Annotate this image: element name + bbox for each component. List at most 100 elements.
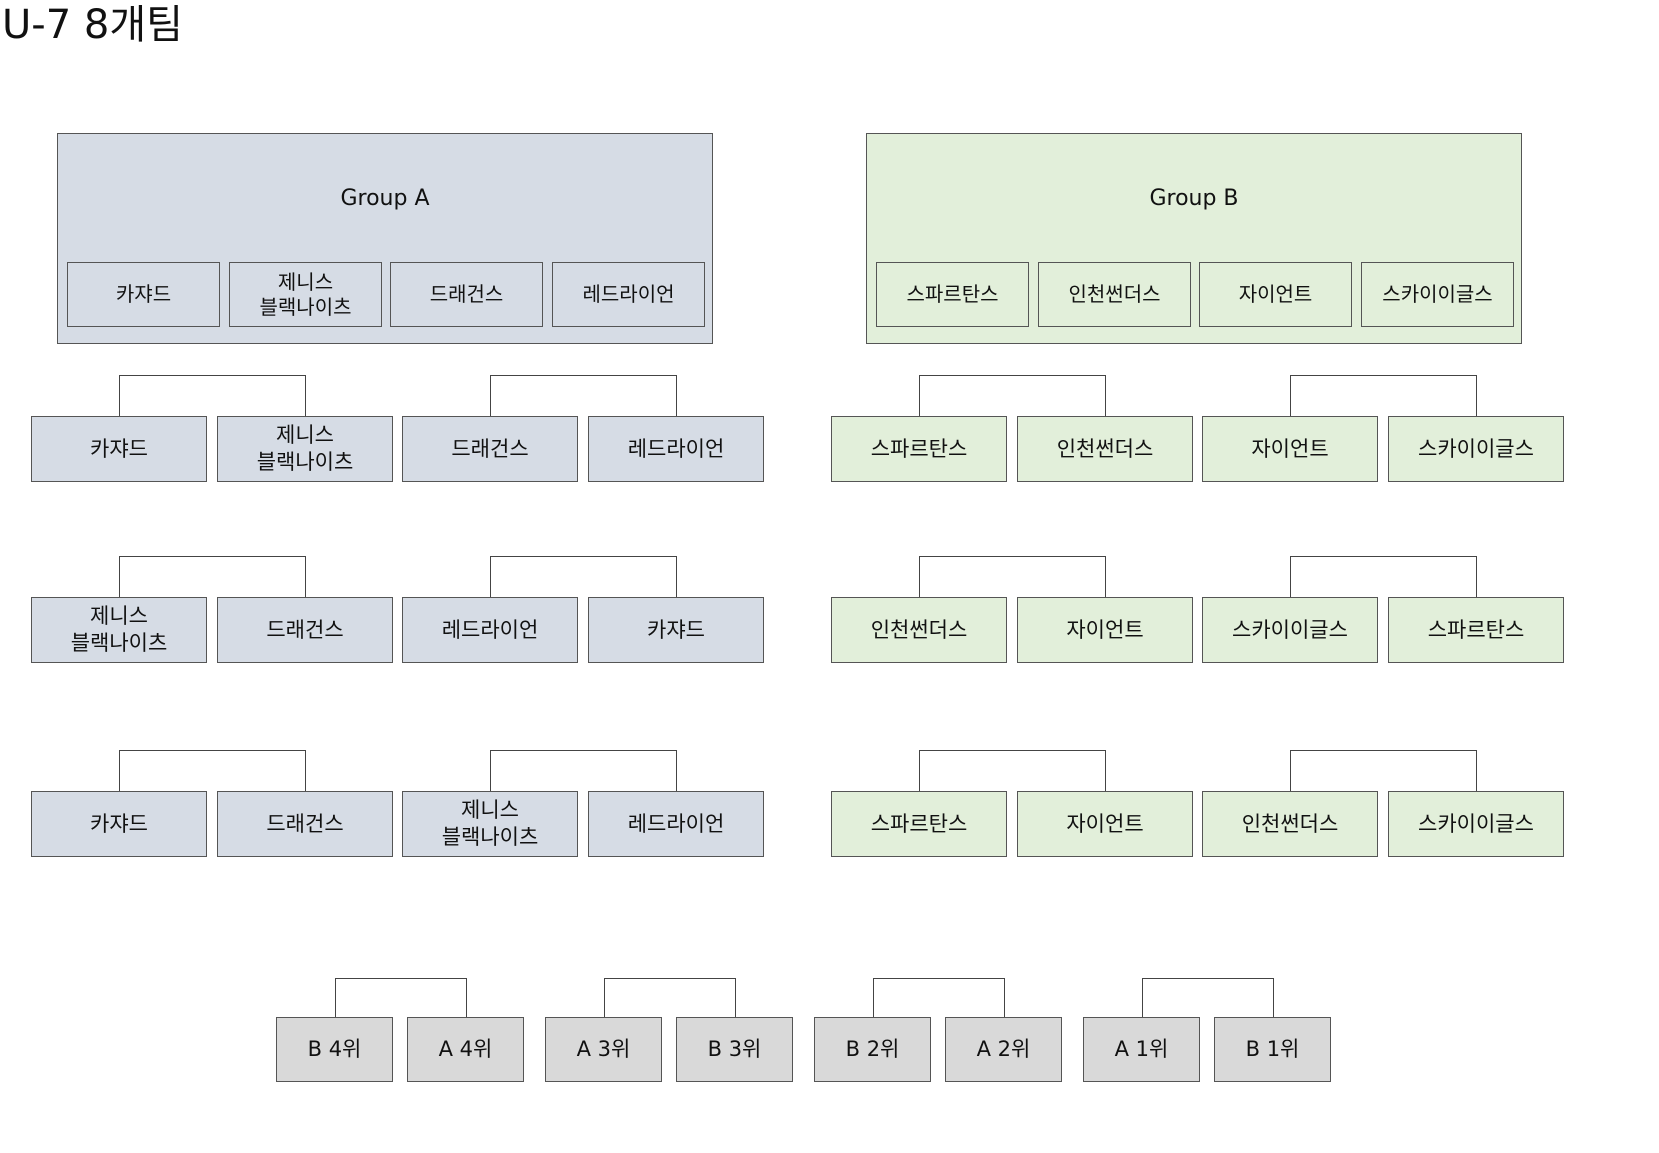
team-label: 자이언트 xyxy=(1238,282,1313,306)
team-label: 제니스 블랙나이츠 xyxy=(70,604,168,655)
team-label: 스카이이글스 xyxy=(1418,811,1534,836)
team-label: 스카이이글스 xyxy=(1382,282,1493,306)
match-connector xyxy=(490,750,677,791)
match-connector xyxy=(119,375,306,416)
team-label: 레드라이언 xyxy=(627,811,725,836)
match-team-box: 카쟈드 xyxy=(31,791,207,857)
match-team-box: 스카이이글스 xyxy=(1202,597,1378,663)
team-label: A 1위 xyxy=(1114,1037,1169,1061)
match-team-box: 스파르탄스 xyxy=(831,416,1007,482)
match-connector xyxy=(119,750,306,791)
team-label: 레드라이언 xyxy=(441,617,539,642)
team-label: 자이언트 xyxy=(1251,436,1329,461)
match-team-box: 스파르탄스 xyxy=(831,791,1007,857)
group-b-team: 자이언트 xyxy=(1199,262,1352,327)
match-team-box: 인천썬더스 xyxy=(1202,791,1378,857)
team-label: A 3위 xyxy=(576,1037,631,1061)
match-team-box: 카쟈드 xyxy=(588,597,764,663)
placement-box: B 1위 xyxy=(1214,1017,1331,1082)
team-label: 드래건스 xyxy=(429,282,504,306)
team-label: B 3위 xyxy=(707,1037,762,1061)
team-label: 제니스 블랙나이츠 xyxy=(441,798,539,849)
team-label: 자이언트 xyxy=(1066,617,1144,642)
match-team-box: 스카이이글스 xyxy=(1388,416,1564,482)
team-label: 드래건스 xyxy=(266,617,344,642)
placement-box: A 2위 xyxy=(945,1017,1062,1082)
team-label: 드래건스 xyxy=(266,811,344,836)
group-a-panel: Group A 카쟈드 제니스 블랙나이츠 드래건스 레드라이언 xyxy=(57,133,713,344)
group-a-team: 카쟈드 xyxy=(67,262,220,327)
team-label: 인천썬더스 xyxy=(1056,436,1154,461)
placement-box: B 4위 xyxy=(276,1017,393,1082)
group-a-team: 레드라이언 xyxy=(552,262,705,327)
group-b-team: 스파르탄스 xyxy=(876,262,1029,327)
match-connector xyxy=(919,556,1106,597)
team-label: 인천썬더스 xyxy=(1241,811,1339,836)
match-team-box: 스파르탄스 xyxy=(1388,597,1564,663)
match-team-box: 제니스 블랙나이츠 xyxy=(31,597,207,663)
team-label: 카쟈드 xyxy=(647,617,705,642)
team-label: 인천썬더스 xyxy=(870,617,968,642)
match-connector xyxy=(919,375,1106,416)
team-label: 스파르탄스 xyxy=(1427,617,1525,642)
match-team-box: 인천썬더스 xyxy=(1017,416,1193,482)
match-team-box: 레드라이언 xyxy=(588,791,764,857)
team-label: B 4위 xyxy=(307,1037,362,1061)
match-connector xyxy=(919,750,1106,791)
team-label: 카쟈드 xyxy=(90,811,148,836)
match-connector xyxy=(490,556,677,597)
team-label: 스파르탄스 xyxy=(870,811,968,836)
match-connector xyxy=(603,978,736,1017)
placement-box: A 3위 xyxy=(545,1017,662,1082)
match-connector xyxy=(334,978,467,1017)
team-label: 스카이이글스 xyxy=(1418,436,1534,461)
match-connector xyxy=(490,375,677,416)
placement-box: B 3위 xyxy=(676,1017,793,1082)
group-a-team: 제니스 블랙나이츠 xyxy=(229,262,382,327)
team-label: B 2위 xyxy=(845,1037,900,1061)
team-label: 자이언트 xyxy=(1066,811,1144,836)
match-connector xyxy=(1141,978,1274,1017)
placement-box: A 1위 xyxy=(1083,1017,1200,1082)
page-title: U-7 8개팀 xyxy=(2,2,183,48)
team-label: A 4위 xyxy=(438,1037,493,1061)
match-team-box: 자이언트 xyxy=(1202,416,1378,482)
match-team-box: 스카이이글스 xyxy=(1388,791,1564,857)
match-team-box: 드래건스 xyxy=(402,416,578,482)
team-label: 스파르탄스 xyxy=(870,436,968,461)
match-team-box: 제니스 블랙나이츠 xyxy=(217,416,393,482)
match-team-box: 제니스 블랙나이츠 xyxy=(402,791,578,857)
team-label: 스카이이글스 xyxy=(1232,617,1348,642)
match-connector xyxy=(1290,556,1477,597)
group-a-title: Group A xyxy=(340,186,430,211)
match-team-box: 레드라이언 xyxy=(588,416,764,482)
group-b-panel: Group B 스파르탄스 인천썬더스 자이언트 스카이이글스 xyxy=(866,133,1522,344)
group-b-team: 스카이이글스 xyxy=(1361,262,1514,327)
group-a-team: 드래건스 xyxy=(390,262,543,327)
match-team-box: 레드라이언 xyxy=(402,597,578,663)
team-label: A 2위 xyxy=(976,1037,1031,1061)
team-label: 레드라이언 xyxy=(582,282,675,306)
match-connector xyxy=(1290,750,1477,791)
match-connector xyxy=(872,978,1005,1017)
team-label: 레드라이언 xyxy=(627,436,725,461)
group-b-title: Group B xyxy=(1149,186,1239,211)
match-connector xyxy=(1290,375,1477,416)
match-team-box: 인천썬더스 xyxy=(831,597,1007,663)
placement-box: B 2위 xyxy=(814,1017,931,1082)
match-team-box: 드래건스 xyxy=(217,597,393,663)
match-team-box: 자이언트 xyxy=(1017,597,1193,663)
group-b-team: 인천썬더스 xyxy=(1038,262,1191,327)
team-label: 제니스 블랙나이츠 xyxy=(259,269,352,319)
team-label: 카쟈드 xyxy=(90,436,148,461)
match-connector xyxy=(119,556,306,597)
team-label: 카쟈드 xyxy=(115,282,172,306)
team-label: 드래건스 xyxy=(451,436,529,461)
team-label: B 1위 xyxy=(1245,1037,1300,1061)
match-team-box: 드래건스 xyxy=(217,791,393,857)
placement-box: A 4위 xyxy=(407,1017,524,1082)
match-team-box: 카쟈드 xyxy=(31,416,207,482)
match-team-box: 자이언트 xyxy=(1017,791,1193,857)
team-label: 인천썬더스 xyxy=(1068,282,1161,306)
